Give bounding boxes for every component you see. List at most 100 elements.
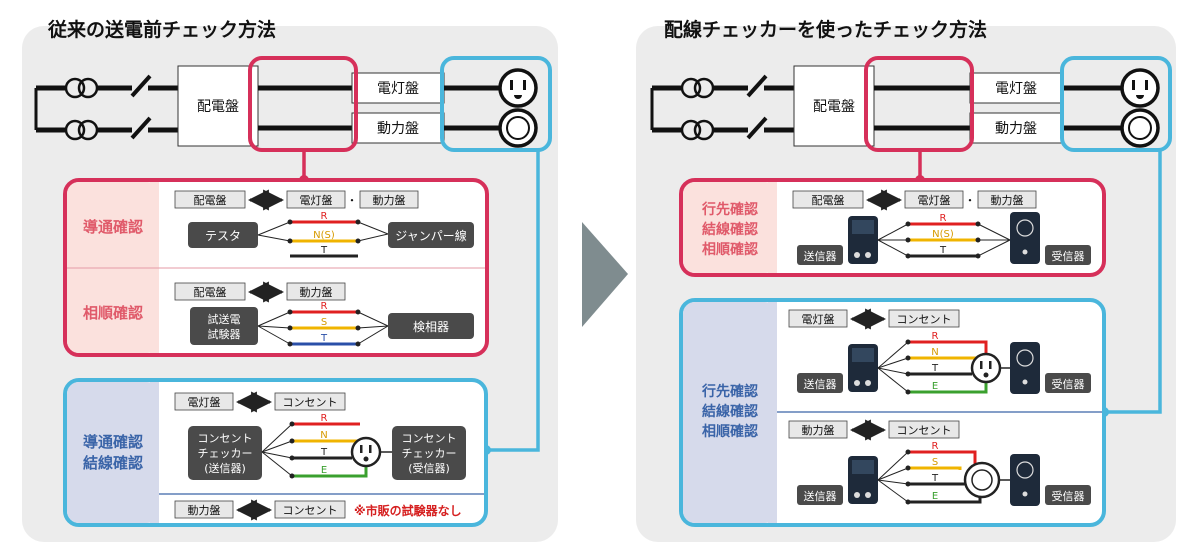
tag-distribution-board: 配電盤 [194, 286, 227, 299]
outlet-plug-icon [970, 352, 1002, 384]
outlet-checker-sender [188, 426, 262, 480]
wire-label-e: E [321, 465, 327, 476]
wire-label-r: R [940, 213, 947, 224]
distribution-board-box [793, 65, 875, 147]
sender-label: 送信器 [804, 249, 837, 263]
tester-device [188, 222, 258, 248]
sender-label: 送信器 [804, 377, 837, 391]
tag-separator: ・ [965, 194, 976, 207]
tag-power-board: 動力盤 [802, 423, 835, 437]
power-board-label: 動力盤 [995, 121, 1037, 137]
wire-label-n: N(S) [313, 230, 335, 241]
wire-label-n: N [320, 430, 327, 441]
wire-label-t: T [320, 333, 328, 344]
receiver-label: 受信器 [1052, 490, 1085, 503]
right-schematic: 配電盤 電灯盤 動力盤 [650, 56, 1172, 152]
receiver-device-icon [1010, 342, 1040, 394]
section-label-wiring-2: 結線確認 [83, 454, 143, 472]
sender-label: 送信器 [804, 489, 837, 503]
transition-arrow-icon [582, 222, 628, 327]
tag-outlet: コンセント [283, 504, 338, 517]
tag-power-board: 動力盤 [991, 193, 1024, 207]
receiver-device-icon [1010, 212, 1040, 264]
transformer-icon [680, 77, 702, 99]
transformer-icon [680, 119, 702, 141]
tag-outlet: コンセント [897, 424, 952, 437]
outlet-plug-icon [350, 436, 382, 468]
section-label-top-3: 相順確認 [702, 241, 758, 258]
wire-label-t: T [320, 245, 328, 256]
lighting-board-label: 電灯盤 [377, 81, 419, 97]
wire-label-t: T [320, 447, 328, 458]
checker-blue-section: 行先確認 結線確認 相順確認 電灯盤 コンセント 送信器 [679, 298, 1106, 527]
section-label-top-2: 結線確認 [702, 221, 758, 238]
transformer-icon [64, 77, 86, 99]
test-power-label-1: 試送電 [208, 312, 241, 326]
lighting-board-box [351, 72, 445, 104]
lighting-board-label: 電灯盤 [995, 81, 1037, 97]
wire-label-t: T [931, 363, 939, 374]
no-commercial-tester-note: ※市販の試験器なし [354, 503, 462, 518]
receiver-device-icon [1010, 454, 1040, 506]
power-board-label: 動力盤 [377, 121, 419, 137]
conventional-red-section: 導通確認 相順確認 配電盤 電灯盤 ・ 動力盤 テスタ R N(S) T [63, 178, 489, 357]
right-panel-title: 配線チェッカーを使ったチェック方法 [664, 18, 987, 41]
tag-separator: ・ [347, 194, 358, 207]
distribution-board-label: 配電盤 [813, 99, 855, 115]
outlet-plug-icon [498, 68, 538, 108]
sender-device-icon [848, 456, 878, 504]
phase-detector-label: 検相器 [413, 320, 449, 334]
tag-outlet: コンセント [897, 313, 952, 326]
section-label-wiring-1: 導通確認 [83, 433, 143, 451]
section-label-bottom-2: 結線確認 [702, 403, 758, 420]
distribution-board-label: 配電盤 [197, 99, 239, 115]
wire-label-r: R [932, 441, 939, 452]
tag-distribution-board: 配電盤 [812, 194, 845, 207]
receiver-label: 受信器 [1052, 378, 1085, 391]
section-label-phase: 相順確認 [83, 304, 143, 322]
conventional-blue-section: 導通確認 結線確認 電灯盤 コンセント コンセント チェッカー (送信器) R … [63, 378, 488, 527]
phase-detector-device [388, 313, 474, 339]
sender-label-1: コンセント [198, 432, 253, 445]
breaker-switch-icon [130, 74, 152, 98]
sender-label-3: (送信器) [204, 461, 246, 475]
sender-label-2: チェッカー [198, 447, 253, 460]
wire-label-s: S [321, 317, 327, 328]
right-panel: 配線チェッカーを使ったチェック方法 配電盤 電灯盤 動力盤 [636, 18, 1176, 542]
wire-label-e: E [932, 381, 938, 392]
wire-label-r: R [321, 301, 328, 312]
wire-label-r: R [321, 211, 328, 222]
tag-lighting-board: 電灯盤 [918, 194, 951, 207]
power-outlet-icon [1120, 108, 1160, 148]
wire-label-r: R [321, 413, 328, 424]
breaker-switch-icon [746, 74, 768, 98]
jumper-wire-device [388, 222, 474, 248]
highlight-frame-blue [1060, 56, 1172, 152]
test-power-device [190, 307, 258, 345]
left-panel-title: 従来の送電前チェック方法 [47, 18, 276, 41]
tag-power-board: 動力盤 [300, 285, 333, 299]
wire-label-n: N [931, 347, 938, 358]
transformer-icon [64, 119, 86, 141]
tag-lighting-board: 電灯盤 [802, 313, 835, 326]
test-power-label-2: 試験器 [208, 327, 241, 341]
distribution-board-box [177, 65, 259, 147]
section-label-continuity: 導通確認 [83, 218, 143, 236]
power-outlet-icon [498, 108, 538, 148]
power-outlet-icon [963, 461, 1001, 499]
sender-device-icon [848, 344, 878, 392]
highlight-frame-blue [440, 56, 552, 152]
jumper-wire-label: ジャンパー線 [395, 228, 466, 243]
section-label-top-1: 行先確認 [701, 201, 758, 218]
checker-red-section: 行先確認 結線確認 相順確認 配電盤 電灯盤 ・ 動力盤 送信器 [679, 178, 1106, 277]
tag-distribution-board: 配電盤 [194, 194, 227, 207]
sender-device-icon [848, 216, 878, 264]
outlet-checker-receiver [392, 426, 466, 480]
tag-lighting-board: 電灯盤 [300, 194, 333, 207]
tag-power-board: 動力盤 [373, 193, 406, 207]
tag-power-board: 動力盤 [188, 503, 221, 517]
tester-label: テスタ [205, 229, 241, 243]
wire-label-e: E [932, 491, 938, 502]
left-panel: 従来の送電前チェック方法 配電盤 電灯盤 動力盤 [22, 18, 558, 542]
